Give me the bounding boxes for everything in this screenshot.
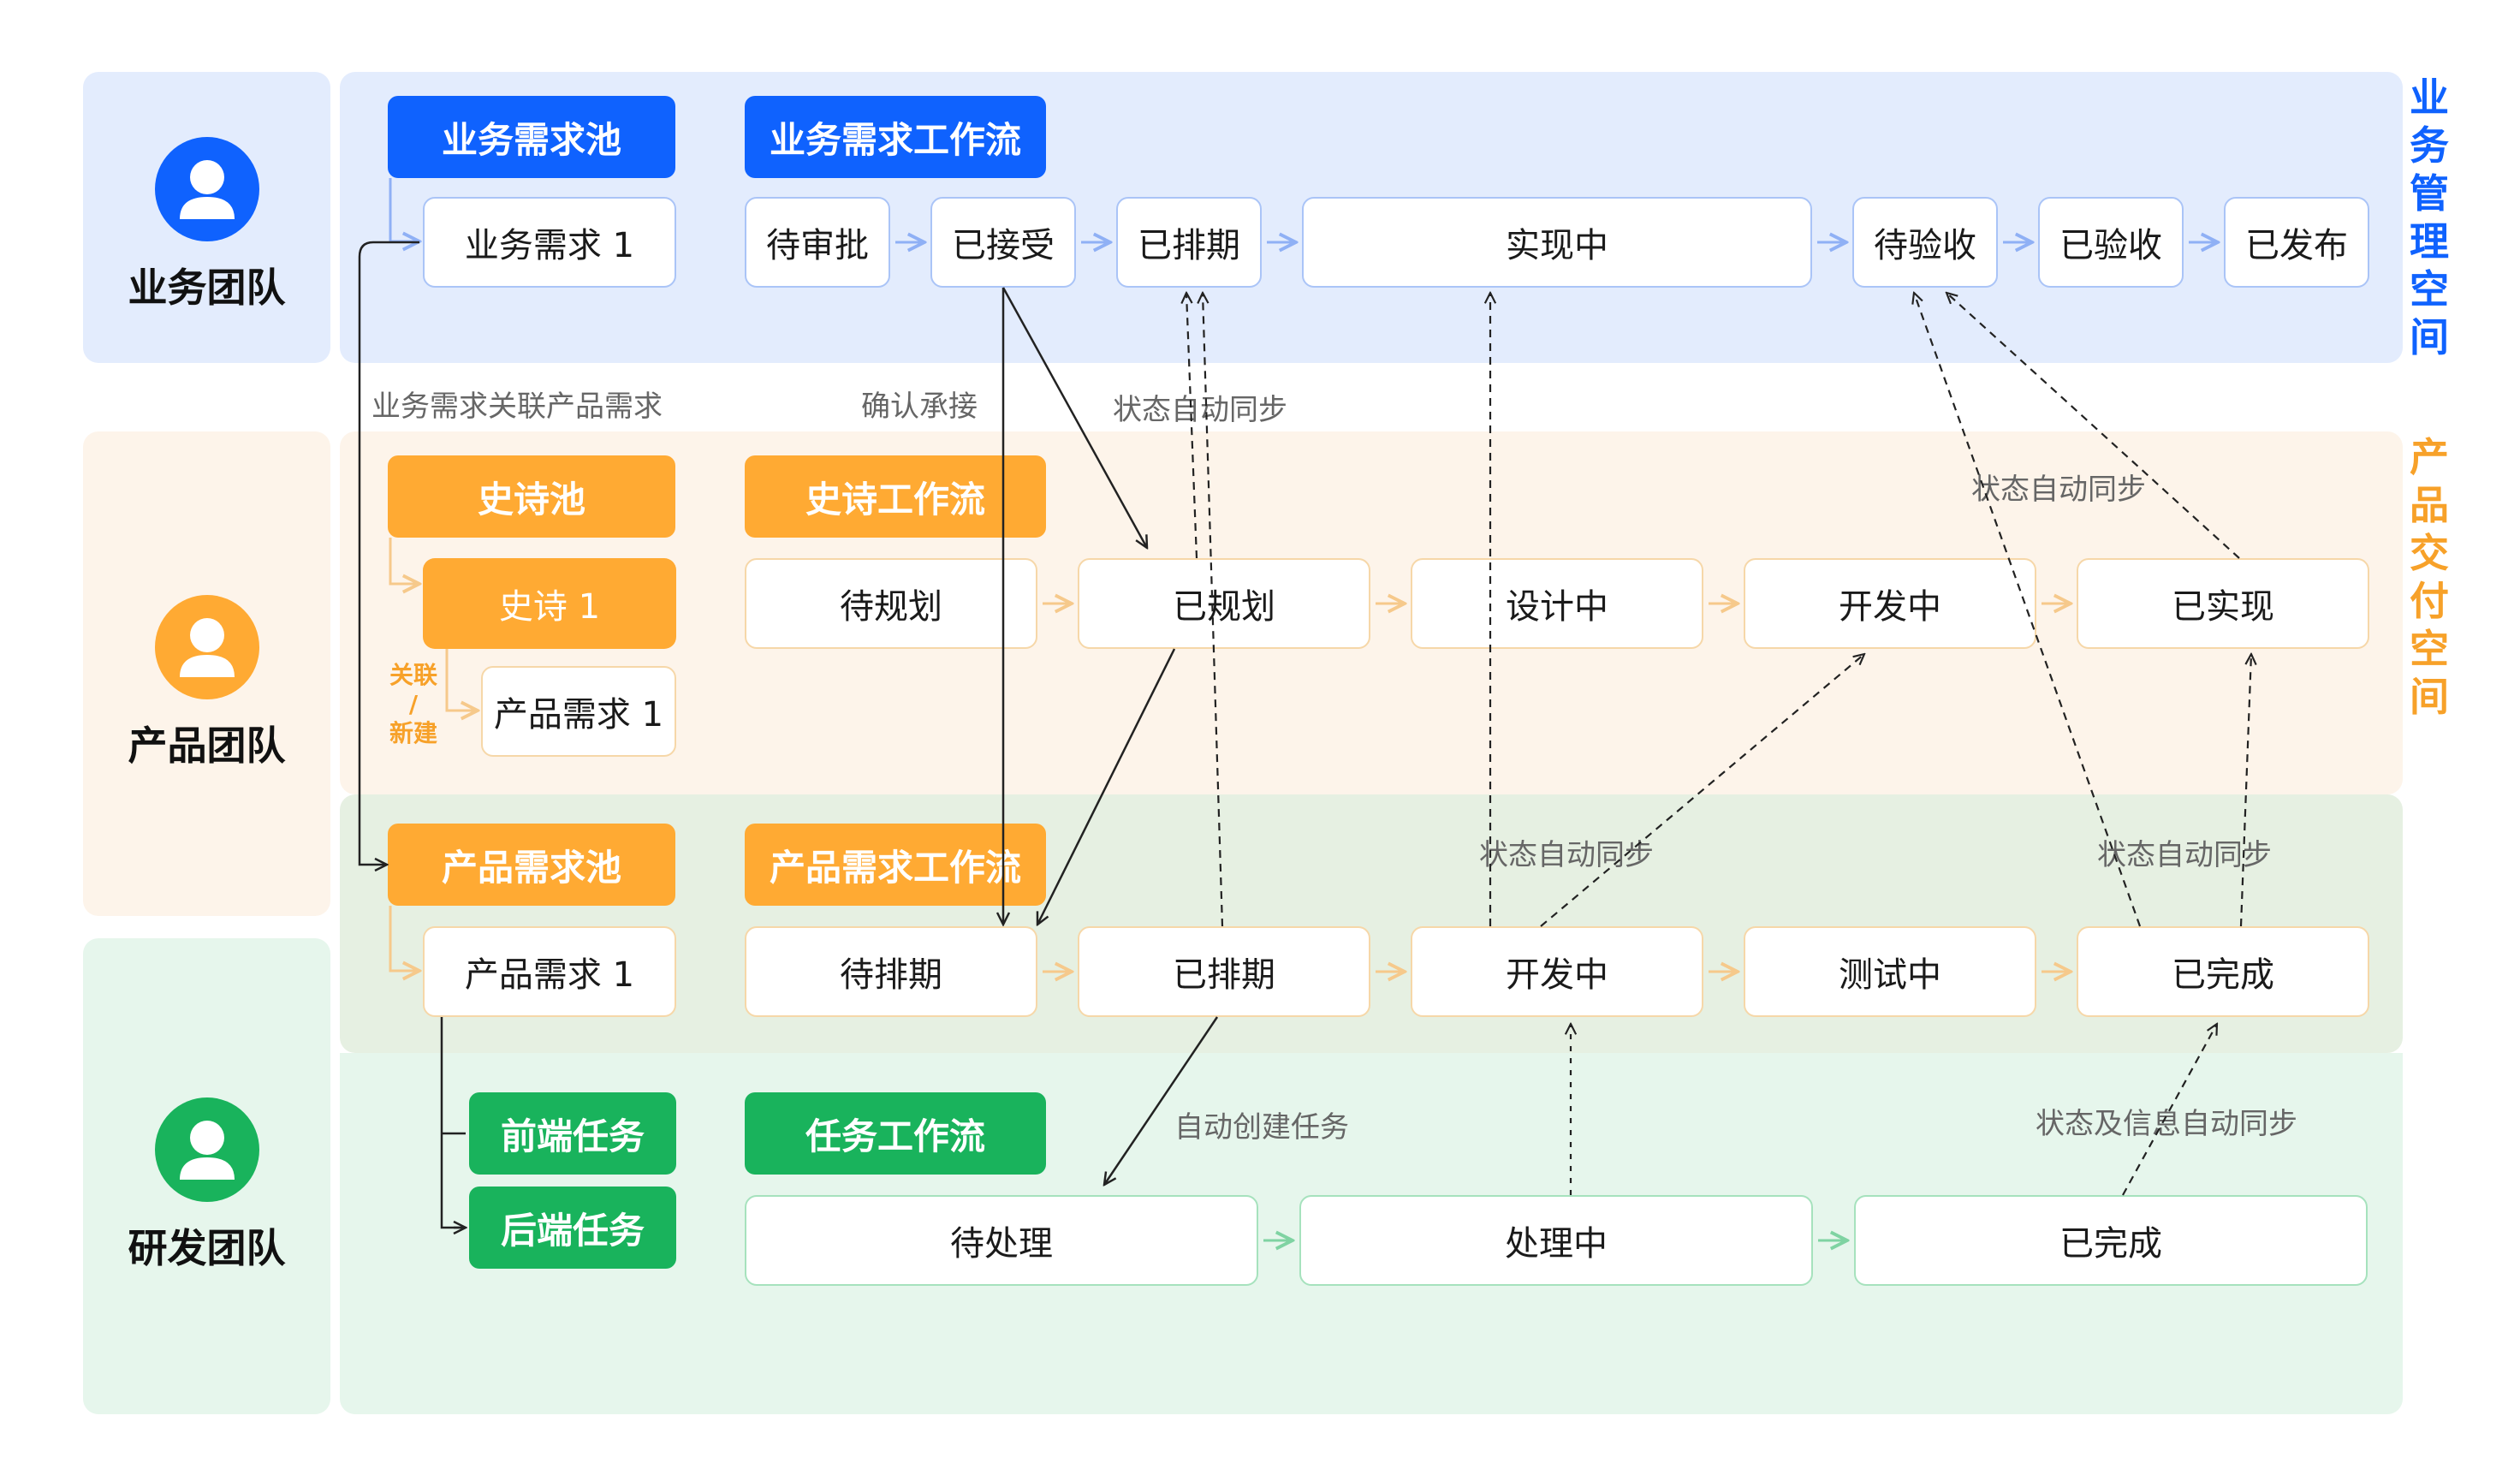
epic-state-planned[interactable]: 已规划 (1078, 558, 1370, 649)
frontend-task[interactable]: 前端任务 (469, 1092, 676, 1175)
product-team: 产品团队 (83, 595, 330, 771)
business-space-title: 业务管理空间 (2410, 74, 2449, 360)
label-sync-mid: 状态自动同步 (1479, 838, 1654, 872)
business-state-accepted-done[interactable]: 已验收 (2038, 197, 2184, 288)
epic-pool-header[interactable]: 史诗池 (388, 455, 675, 538)
epic-item[interactable]: 史诗 1 (423, 558, 676, 649)
business-req-item[interactable]: 业务需求 1 (423, 197, 676, 288)
business-state-implementing[interactable]: 实现中 (1302, 197, 1812, 288)
product-req-pool-header[interactable]: 产品需求池 (388, 824, 675, 906)
business-pool-header[interactable]: 业务需求池 (388, 96, 675, 178)
product-space-title: 产品交付空间 (2410, 434, 2449, 720)
epic-linked-product-req[interactable]: 产品需求 1 (481, 666, 676, 757)
business-avatar-icon (154, 137, 259, 241)
product-avatar-icon (154, 595, 259, 699)
business-state-scheduled[interactable]: 已排期 (1116, 197, 1262, 288)
business-team: 业务团队 (83, 137, 330, 313)
label-auto-create: 自动创建任务 (1174, 1110, 1349, 1145)
rnd-team-name: 研发团队 (128, 1225, 286, 1271)
product-state-scheduled[interactable]: 已排期 (1078, 926, 1370, 1017)
label-sync-info: 状态及信息自动同步 (2036, 1107, 2297, 1141)
business-team-name: 业务团队 (128, 265, 286, 311)
business-state-pending-approval[interactable]: 待审批 (745, 197, 890, 288)
task-state-done[interactable]: 已完成 (1854, 1195, 2368, 1286)
label-confirm: 确认承接 (861, 390, 978, 424)
business-state-accepted[interactable]: 已接受 (930, 197, 1076, 288)
new-label: 新建 (389, 719, 437, 747)
product-state-testing[interactable]: 测试中 (1744, 926, 2036, 1017)
epic-state-developing[interactable]: 开发中 (1744, 558, 2036, 649)
business-state-pending-acceptance[interactable]: 待验收 (1852, 197, 1998, 288)
label-sync-top: 状态自动同步 (1113, 393, 1287, 427)
epic-workflow-header[interactable]: 史诗工作流 (745, 455, 1046, 538)
rnd-avatar-icon (154, 1097, 259, 1202)
business-workflow-header[interactable]: 业务需求工作流 (745, 96, 1046, 178)
link-label: 关联 (389, 661, 437, 689)
product-team-name: 产品团队 (128, 723, 286, 769)
task-state-in-progress[interactable]: 处理中 (1299, 1195, 1813, 1286)
task-workflow-header[interactable]: 任务工作流 (745, 1092, 1046, 1175)
label-sync-right-mid: 状态自动同步 (2097, 838, 2272, 872)
product-state-to-schedule[interactable]: 待排期 (745, 926, 1037, 1017)
label-sync-right-top: 状态自动同步 (1971, 473, 2146, 507)
task-state-pending[interactable]: 待处理 (745, 1195, 1258, 1286)
backend-task[interactable]: 后端任务 (469, 1187, 676, 1269)
epic-state-to-plan[interactable]: 待规划 (745, 558, 1037, 649)
product-req-workflow-header[interactable]: 产品需求工作流 (745, 824, 1046, 906)
link-new-label: 关联 / 新建 (385, 661, 442, 748)
product-req-item[interactable]: 产品需求 1 (423, 926, 676, 1017)
epic-state-designing[interactable]: 设计中 (1411, 558, 1703, 649)
product-state-developing[interactable]: 开发中 (1411, 926, 1703, 1017)
epic-state-implemented[interactable]: 已实现 (2077, 558, 2369, 649)
product-state-completed[interactable]: 已完成 (2077, 926, 2369, 1017)
rnd-team: 研发团队 (83, 1097, 330, 1274)
label-link-product-req: 业务需求关联产品需求 (371, 390, 663, 424)
link-slash: / (408, 690, 419, 718)
business-state-released[interactable]: 已发布 (2224, 197, 2369, 288)
